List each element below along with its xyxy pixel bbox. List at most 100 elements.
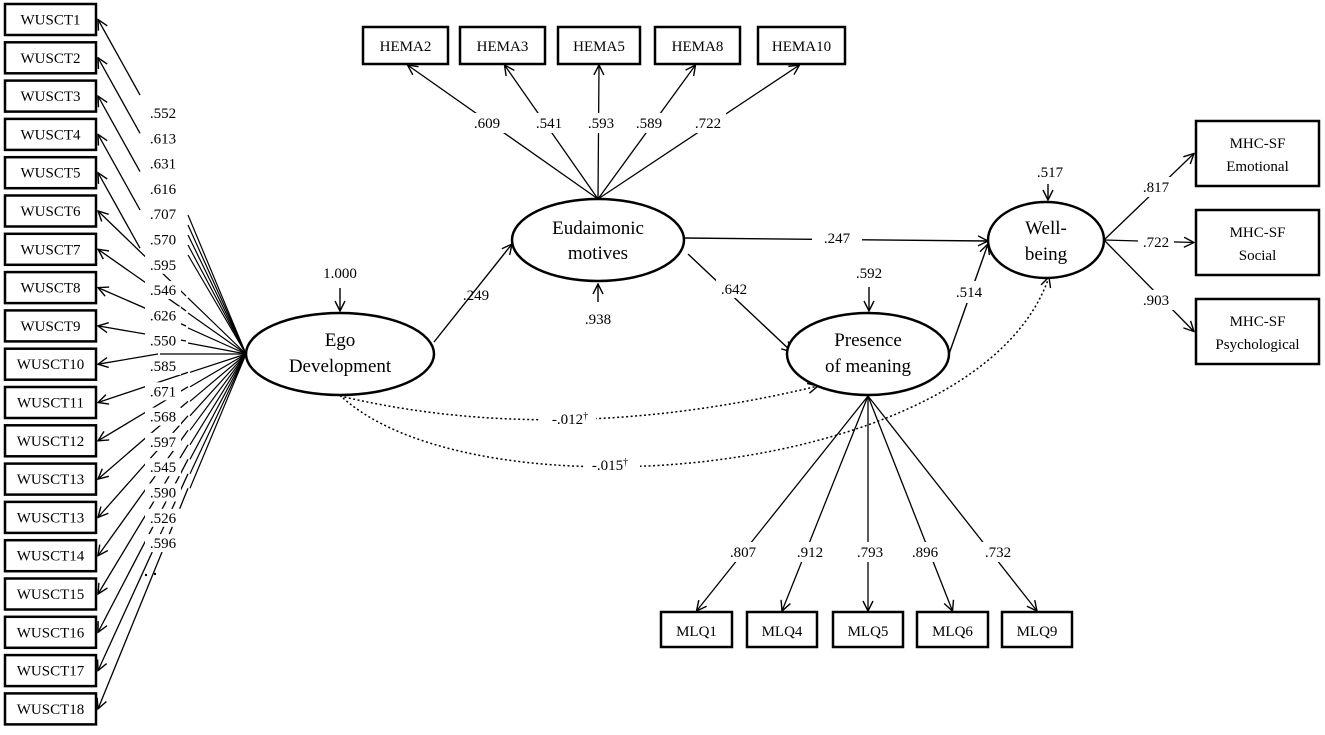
wusct-loading-bg-4 xyxy=(145,179,181,198)
wusct-loading-14: .597 xyxy=(150,435,177,451)
mhc-label-line1-3: MHC-SF xyxy=(1230,314,1286,330)
mhc-arrow-3 xyxy=(1103,239,1194,332)
wusct-box-19 xyxy=(3,692,98,726)
wusct-fan-8 xyxy=(187,327,247,355)
wusct-box-13 xyxy=(3,462,98,496)
mhc-loading-bg-1 xyxy=(1138,177,1174,197)
coef-eudaimonic-to-wellbeing: .247 xyxy=(824,231,851,247)
mhc-box-2 xyxy=(1194,208,1321,277)
wusct-fan-18 xyxy=(189,353,247,475)
wusct-label-2: WUSCT2 xyxy=(21,51,81,67)
mlq-loading-bg-1 xyxy=(725,542,761,562)
hema-loading-2: .541 xyxy=(536,116,562,132)
coef-ego-to-wellbeing-value: -.015 xyxy=(592,458,623,474)
hema-loading-bg-4 xyxy=(631,113,667,133)
wusct-loading-5: .707 xyxy=(150,207,177,223)
mlq-arrow-1 xyxy=(697,395,869,611)
latent-eudaimonic-motives: Eudaimonic motives xyxy=(510,197,686,283)
wusct-loading-1: .552 xyxy=(150,106,176,122)
wusct-loading-bg-17 xyxy=(145,508,181,527)
hema-label-5: HEMA10 xyxy=(772,39,831,55)
mhc-label-line2-2: Social xyxy=(1239,248,1277,264)
wusct-loading-bg-11 xyxy=(145,357,181,375)
mlq-loading-bg-5 xyxy=(980,542,1016,562)
wusct-arrow-4 xyxy=(98,134,141,211)
mlq-loading-3: .793 xyxy=(857,545,883,561)
hema-box-3 xyxy=(556,25,642,66)
wusct-label-11: WUSCT11 xyxy=(17,396,84,412)
wusct-fan-12 xyxy=(189,353,247,388)
hema-box-2 xyxy=(458,25,547,66)
mlq-loading-2: .912 xyxy=(797,545,823,561)
wusct-arrow-2 xyxy=(98,58,141,134)
mlq-arrow-2 xyxy=(782,395,869,611)
mlq-label-4: MLQ6 xyxy=(932,624,973,640)
hema-loading-bg-3 xyxy=(583,113,619,133)
wusct-loading-16: .590 xyxy=(150,486,176,502)
wusct-label-16: WUSCT15 xyxy=(17,587,85,603)
coef-ego-to-presence-dagger: † xyxy=(583,411,588,422)
wusct-label-4: WUSCT4 xyxy=(21,127,82,143)
mlq-loading-5: .732 xyxy=(985,545,1011,561)
wusct-label-13: WUSCT13 xyxy=(17,472,85,488)
wusct-arrow-1 xyxy=(98,20,141,96)
mhc-label-line1-2: MHC-SF xyxy=(1230,225,1286,241)
hema-label-1: HEMA2 xyxy=(380,39,432,55)
hema-loading-1: .609 xyxy=(474,116,500,132)
wusct-arrow-11 xyxy=(98,371,189,402)
wusct-fan-5 xyxy=(187,254,247,355)
pom-label-line1: Presence xyxy=(834,330,902,351)
wusct-loading-bg-6 xyxy=(145,230,181,249)
hema-label-2: HEMA3 xyxy=(477,39,529,55)
wusct-box-9 xyxy=(3,309,98,343)
wusct-loading-4: .616 xyxy=(150,182,177,198)
mhc-box-1 xyxy=(1194,119,1321,188)
wb-label-line1: Well- xyxy=(1025,218,1067,239)
coef-ego-to-presence-value: -.012 xyxy=(552,412,583,428)
wusct-arrow-18 xyxy=(98,473,189,671)
wusct-fan-6 xyxy=(187,297,247,355)
wusct-loading-2: .613 xyxy=(150,131,176,147)
hema-loading-bg-1 xyxy=(469,113,505,133)
mlq-loading-4: .896 xyxy=(912,545,939,561)
wusct-box-17 xyxy=(3,615,98,650)
wusct-indicators: WUSCT1WUSCT2WUSCT3WUSCT4WUSCT5WUSCT6WUSC… xyxy=(3,2,247,726)
wusct-box-8 xyxy=(3,270,98,305)
wusct-loading-bg-18 xyxy=(145,534,181,553)
wusct-box-4 xyxy=(3,117,98,152)
hema-label-4: HEMA8 xyxy=(672,39,724,55)
wusct-loading-10: .550 xyxy=(150,334,176,350)
residual-eudaimonic: .938 xyxy=(585,312,611,328)
mlq-arrow-5 xyxy=(867,395,1037,611)
wusct-loading-13: .568 xyxy=(150,410,176,426)
mlq-box-4 xyxy=(915,610,990,649)
coef-ego-to-wellbeing-dagger: † xyxy=(623,457,628,468)
wusct-loading-bg-5 xyxy=(145,205,181,224)
wusct-box-14 xyxy=(3,500,98,535)
wusct-fan-3 xyxy=(187,234,247,355)
hema-loading-bg-2 xyxy=(531,113,567,133)
mlq-box-5 xyxy=(1000,610,1074,649)
residual-ego: 1.000 xyxy=(323,266,357,282)
wusct-label-6: WUSCT6 xyxy=(21,204,82,220)
wusct-label-15: WUSCT14 xyxy=(17,549,85,565)
mlq-arrow-4 xyxy=(867,395,953,611)
wusct-box-2 xyxy=(3,41,98,75)
wb-label-line2: being xyxy=(1025,244,1068,265)
wusct-loading-9: .626 xyxy=(150,308,177,324)
ego-label-line1: Ego xyxy=(325,330,356,351)
ellipsis-dots xyxy=(144,572,157,577)
wusct-loading-bg-15 xyxy=(145,458,181,477)
latent-presence-of-meaning: Presence of meaning xyxy=(785,311,951,397)
pom-label-line2: of meaning xyxy=(825,356,912,377)
mlq-loading-bg-4 xyxy=(907,542,943,562)
coef-presence-to-wellbeing: .514 xyxy=(956,285,983,301)
wusct-label-12: WUSCT12 xyxy=(17,434,85,450)
wusct-box-7 xyxy=(3,232,98,267)
wusct-loading-15: .545 xyxy=(150,460,176,476)
wusct-loading-18: .596 xyxy=(150,536,177,552)
residual-presence: .592 xyxy=(856,266,882,282)
wusct-label-10: WUSCT10 xyxy=(17,357,85,373)
hema-box-1 xyxy=(361,25,450,66)
